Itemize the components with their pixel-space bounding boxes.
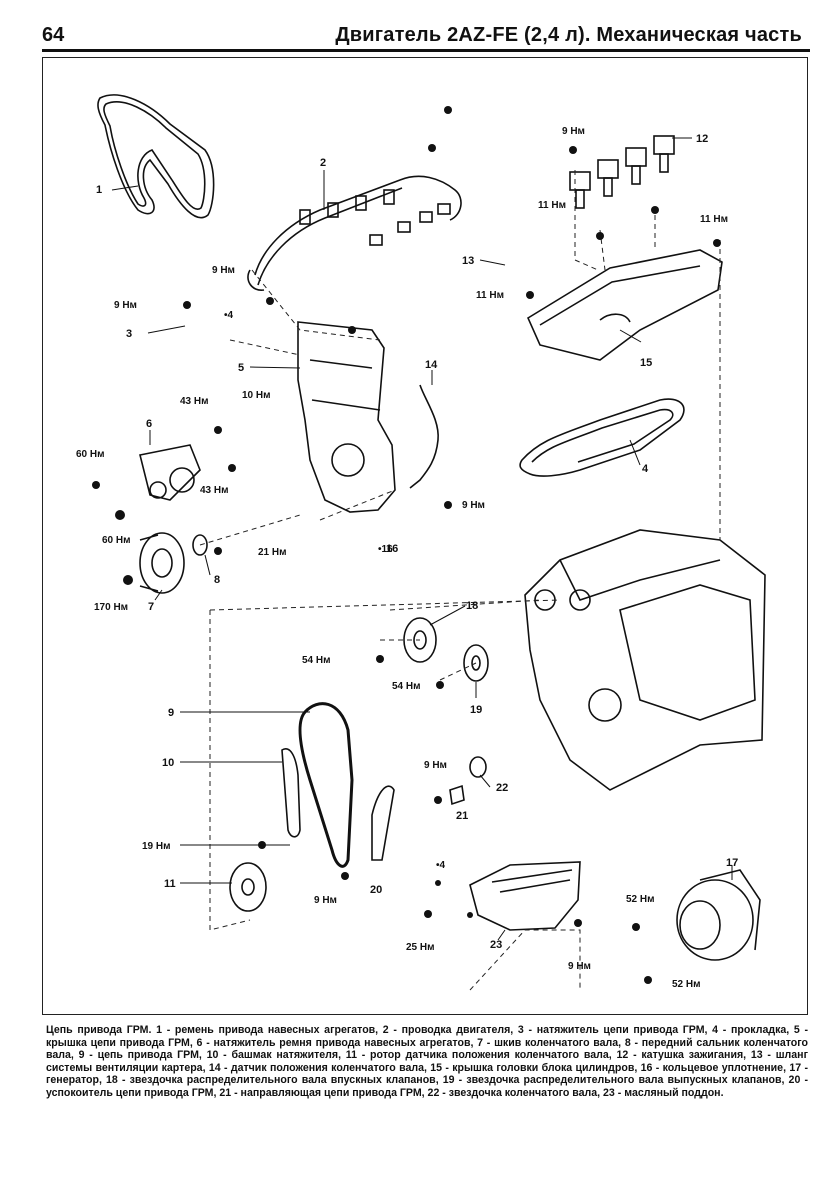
torque-label: 54 Нм	[302, 655, 331, 666]
callout-5: 5	[238, 362, 244, 374]
torque-label: 9 Нм	[212, 265, 235, 276]
chain-damper-part	[371, 785, 395, 861]
callout-17: 17	[726, 857, 738, 869]
callout-2: 2	[320, 157, 326, 169]
engine-exploded-diagram: 1 2 3 4 5 6 7 8 9 10 11 12 13 14 15 16 1…	[76, 94, 766, 991]
torque-label: 9 Нм	[568, 961, 591, 972]
timing-chain-cover-part	[297, 321, 396, 513]
torque-label: 43 Нм	[180, 396, 209, 407]
valve-cover-gasket-part	[519, 398, 685, 477]
torque-label: 10 Нм	[242, 390, 271, 401]
crank-sensor-part	[409, 384, 439, 489]
callout-1: 1	[96, 184, 102, 196]
engine-block-part	[524, 529, 766, 791]
callout-19: 19	[470, 704, 482, 716]
torque-label: 25 Нм	[406, 942, 435, 953]
torque-label: 52 Нм	[672, 979, 701, 990]
torque-label: 52 Нм	[626, 894, 655, 905]
torque-label: 19 Нм	[142, 841, 171, 852]
torque-label: 9 Нм	[462, 500, 485, 511]
valve-cover-part	[526, 249, 723, 361]
front-seal-part	[192, 534, 208, 556]
crank-sprocket-part	[469, 756, 487, 778]
callout-23: 23	[490, 939, 502, 951]
seal-mark: •16	[378, 544, 393, 555]
page-header: 64 Двигатель 2AZ-FE (2,4 л). Механическа…	[42, 22, 810, 50]
torque-label: 60 Нм	[102, 535, 131, 546]
wiring-harness-part	[247, 175, 462, 291]
intake-cam-sprocket-part	[403, 617, 437, 663]
torque-label: 54 Нм	[392, 681, 421, 692]
oil-pan-part	[469, 861, 581, 931]
page-number: 64	[42, 24, 65, 46]
callout-10: 10	[162, 757, 174, 769]
callout-12: 12	[696, 133, 708, 145]
callout-8: 8	[214, 574, 220, 586]
callout-18: 18	[466, 600, 478, 612]
crank-rotor-part	[229, 862, 267, 912]
callout-6: 6	[146, 418, 152, 430]
torque-label: 9 Нм	[314, 895, 337, 906]
page-title: Двигатель 2AZ-FE (2,4 л). Механическая ч…	[335, 24, 802, 46]
callout-21: 21	[456, 810, 468, 822]
torque-label: 43 Нм	[200, 485, 229, 496]
torque-label: 11 Нм	[538, 200, 566, 211]
belt-tensioner-part	[139, 444, 201, 501]
torque-label: 170 Нм	[94, 602, 128, 613]
callout-15: 15	[640, 357, 652, 369]
alternator-part	[676, 869, 761, 961]
torque-label: 9 Нм	[562, 126, 585, 137]
callout-11: 11	[164, 878, 176, 890]
header-rule	[42, 49, 810, 52]
torque-label: 9 Нм	[114, 300, 137, 311]
callout-4-gasket: 4	[642, 463, 649, 475]
torque-label: 60 Нм	[76, 449, 105, 460]
callout-16: 16	[386, 543, 398, 555]
callout-3: 3	[126, 328, 132, 340]
crankshaft-pulley-part	[139, 532, 185, 594]
torque-label: 11 Нм	[476, 290, 504, 301]
figure-caption: Цепь привода ГРМ. 1 - ремень привода нав…	[46, 1024, 808, 1099]
callout-22: 22	[496, 782, 508, 794]
callout-20: 20	[370, 884, 382, 896]
callout-9: 9	[168, 707, 174, 719]
exhaust-cam-sprocket-part	[463, 644, 489, 682]
drive-belt-part	[97, 94, 215, 219]
torque-label: 9 Нм	[424, 760, 447, 771]
timing-chain-part	[298, 702, 354, 868]
callout-14: 14	[425, 359, 438, 371]
torque-label: 21 Нм	[258, 547, 287, 558]
seal-mark: •4	[224, 310, 234, 321]
callout-13: 13	[462, 255, 474, 267]
callout-7: 7	[148, 601, 154, 613]
tensioner-slipper-part	[281, 748, 301, 838]
figure-frame	[42, 57, 808, 1015]
ignition-coils-part	[569, 135, 675, 209]
chain-guide-part	[449, 784, 465, 806]
seal-mark: •4	[436, 860, 446, 871]
torque-label: 11 Нм	[700, 214, 728, 225]
